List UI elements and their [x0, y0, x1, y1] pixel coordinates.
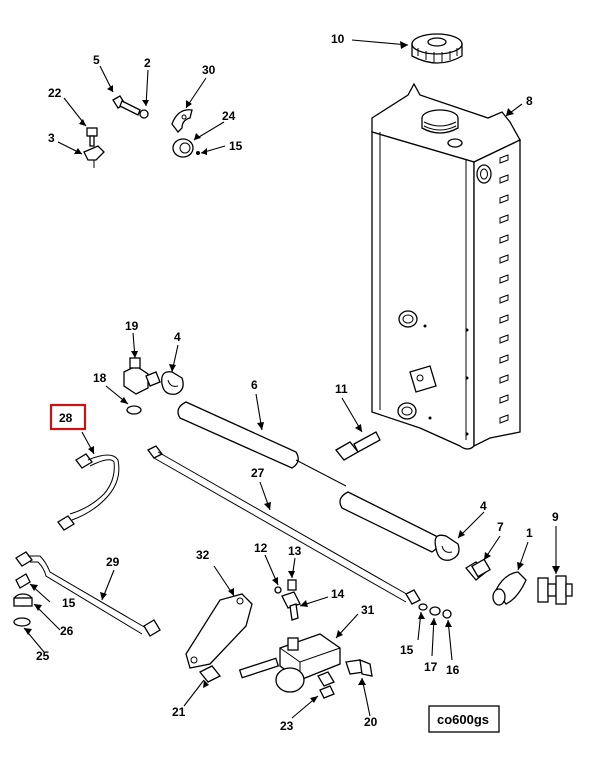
hose-6	[177, 401, 439, 553]
filler-cap	[411, 33, 463, 64]
callout-11: 11	[335, 382, 348, 396]
adapter-7	[465, 558, 491, 581]
callout-10: 10	[331, 32, 345, 46]
bolt-20	[345, 658, 373, 677]
elbow-1	[492, 571, 527, 606]
callout-labels: 10 8 5 2 30 22 24 3 15 19 4 18 6 11 28 2…	[36, 32, 559, 733]
callout-13: 13	[288, 544, 302, 558]
valve-body-31	[238, 633, 341, 693]
fitting-stack-left	[13, 573, 33, 627]
callout-15-top: 15	[229, 139, 243, 153]
figure-code-text: co600gs	[437, 712, 489, 727]
callout-1: 1	[526, 526, 533, 540]
fitting-13	[287, 579, 297, 591]
bolt-5	[112, 95, 141, 116]
callout-4-upper: 4	[174, 330, 181, 344]
callout-25: 25	[36, 649, 50, 663]
hose-clamp-4b	[434, 534, 460, 561]
callout-16: 16	[446, 663, 460, 677]
callout-19: 19	[125, 319, 139, 333]
callout-23: 23	[280, 719, 294, 733]
o-ring-18	[126, 405, 142, 415]
fittings-15-17-16	[418, 603, 452, 619]
tube-29	[15, 551, 161, 637]
leader-lines	[23, 39, 560, 719]
plug-12	[274, 586, 282, 594]
callout-5: 5	[93, 53, 100, 67]
callout-27: 27	[251, 466, 265, 480]
fitting-23	[319, 685, 335, 699]
bolt-21	[198, 665, 222, 683]
callout-22: 22	[48, 86, 62, 100]
screw-22	[86, 127, 98, 147]
figure-code: co600gs	[428, 705, 500, 733]
reservoir-tank	[371, 82, 521, 450]
elbow-fitting-19	[123, 357, 161, 395]
callout-3: 3	[48, 131, 55, 145]
callout-30: 30	[202, 63, 216, 77]
callout-17: 17	[424, 660, 438, 674]
callout-20: 20	[364, 715, 378, 729]
clip-3	[83, 145, 105, 168]
callout-15-right: 15	[400, 643, 414, 657]
hose-28	[57, 453, 120, 531]
bracket-32	[185, 593, 253, 669]
elbow-14	[281, 591, 301, 621]
callout-6: 6	[251, 378, 258, 392]
callout-8: 8	[526, 94, 533, 108]
callout-28-highlight	[49, 403, 87, 431]
callout-9: 9	[552, 510, 559, 524]
callout-24: 24	[222, 109, 236, 123]
callout-29: 29	[106, 555, 120, 569]
callout-2: 2	[144, 56, 151, 70]
callout-15-left: 15	[62, 596, 76, 610]
callout-14: 14	[331, 587, 345, 601]
callout-4-lower: 4	[480, 499, 487, 513]
grommet-24	[172, 138, 200, 158]
bracket-30	[171, 109, 193, 133]
callout-21: 21	[172, 705, 186, 719]
callout-28: 28	[59, 411, 73, 425]
nut-2	[139, 109, 149, 119]
callout-18: 18	[93, 371, 107, 385]
callout-31: 31	[361, 603, 375, 617]
callout-32: 32	[196, 548, 210, 562]
fitting-11	[335, 431, 381, 461]
callout-12: 12	[254, 541, 268, 555]
tube-27	[147, 445, 421, 605]
callout-7: 7	[497, 520, 504, 534]
bulkhead-9	[537, 575, 573, 605]
callout-26: 26	[60, 624, 74, 638]
hose-clamp-4a	[161, 371, 184, 395]
